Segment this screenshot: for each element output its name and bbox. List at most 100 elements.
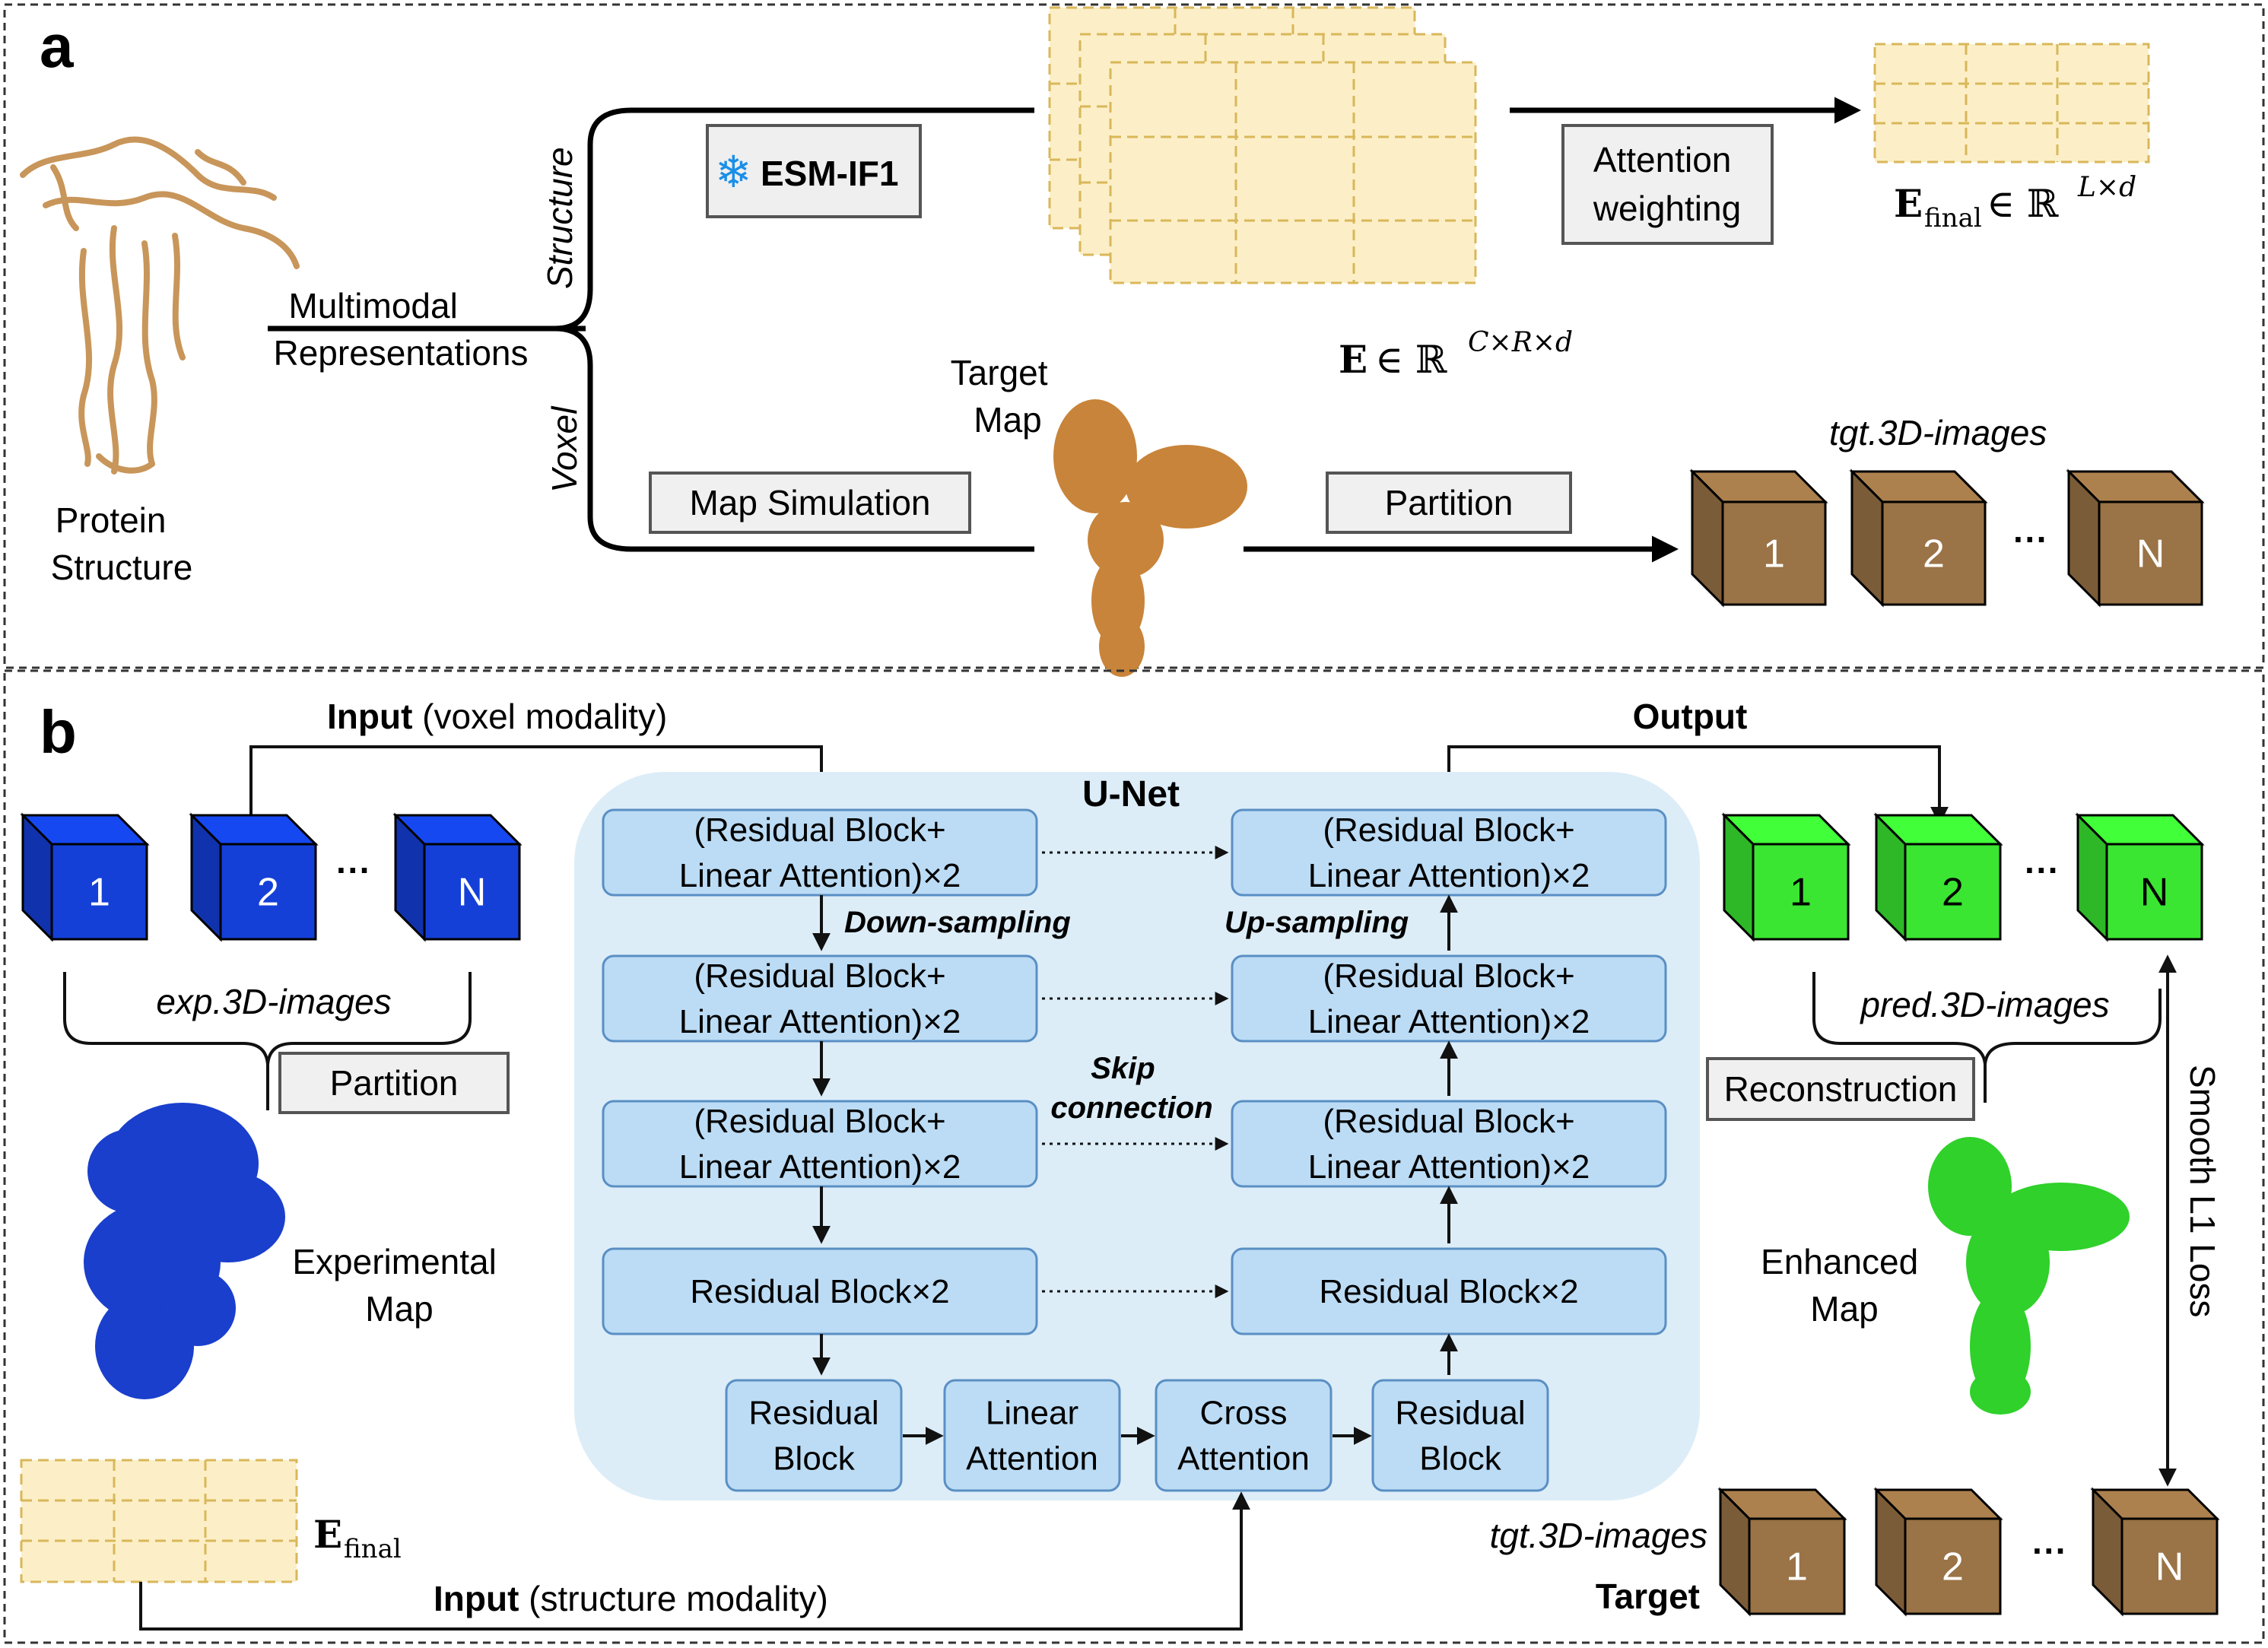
pred-cube-1: 1 (1721, 812, 1851, 942)
pred-images-label: pred.3D-images (1859, 985, 2109, 1024)
exp-cube-1: 1 (20, 812, 150, 942)
e-final-label-b: E final (313, 1512, 402, 1564)
tgt-cube-b-1: 1 (1717, 1487, 1847, 1617)
target-map-label: Target Map (951, 353, 1058, 440)
svg-text:E: E (1339, 337, 1367, 382)
tgt-cube-a-3-label: N (2136, 532, 2165, 576)
structure-branch-label: Structure (540, 147, 580, 289)
structure-branch-line (554, 107, 1034, 332)
decoder-block-4-text: Residual Block×2 (1319, 1273, 1578, 1310)
output-label: Output (1633, 697, 1748, 736)
bottleneck-block-2-text: Linear (986, 1395, 1078, 1432)
protein-structure-label: Protein Structure (51, 500, 193, 587)
panel-a-label: a (40, 12, 74, 80)
reconstruction-box: Reconstruction (1706, 1057, 1975, 1121)
partition-box-a: Partition (1326, 472, 1572, 534)
encoder-block-3-text: (Residual Block+ (694, 1103, 945, 1140)
decoder-block-1-text: (Residual Block+ (1323, 811, 1574, 849)
encoder-block-1-text: Linear Attention)×2 (679, 857, 961, 894)
e-final-matrix-a (1873, 43, 2150, 164)
e-final-math-a: E final ∈ ℝ L×d (1894, 172, 2136, 233)
encoder-block-1: (Residual Block+ Linear Attention)×2 (602, 808, 1038, 897)
decoder-block-2: (Residual Block+Linear Attention)×2 (1231, 954, 1667, 1043)
svg-text:Partition: Partition (1385, 483, 1514, 522)
loss-label: Smooth L1 Loss (2183, 1065, 2222, 1317)
encoder-block-2: (Residual Block+ Linear Attention)×2 (602, 954, 1038, 1043)
tgt-cube-b-3-label: N (2155, 1545, 2184, 1589)
ellipsis-exp: ··· (336, 850, 371, 890)
esm-if1-label: ESM-IF1 (761, 154, 898, 193)
decoder-block-3-text: Linear Attention)×2 (1308, 1148, 1590, 1186)
svg-text:Attention weighting: Attention weighting (1593, 140, 1741, 228)
svg-text:E: E (1894, 181, 1923, 226)
panel-b-border (3, 669, 2265, 1644)
embedding-tensor (1048, 6, 1477, 284)
pred-cube-3: N (2075, 812, 2205, 942)
svg-text:Partition: Partition (330, 1063, 459, 1103)
exp-cubes: 1 2 N (20, 812, 523, 942)
tgt-cube-a-3: N (2066, 468, 2205, 608)
bottleneck-block-3-text: Attention (1177, 1440, 1310, 1478)
target-label: Target (1596, 1577, 1700, 1616)
svg-text:L×d: L×d (2077, 172, 2136, 203)
esm-if1-box: ❄ ESM-IF1 (706, 124, 922, 218)
tgt-images-label-a: tgt.3D-images (1829, 413, 2047, 452)
attention-weighting-box: Attention weighting (1561, 124, 1774, 245)
tgt-cube-a-1: 1 (1689, 468, 1828, 608)
voxel-branch-line (554, 325, 1034, 552)
pred-cube-2: 2 (1873, 812, 2003, 942)
up-sampling-label: Up-sampling (1225, 906, 1409, 939)
snowflake-icon: ❄ (715, 148, 752, 197)
partition-box-b: Partition (278, 1052, 510, 1114)
encoder-block-2-text: Linear Attention)×2 (679, 1003, 961, 1040)
svg-text:∈ ℝ: ∈ ℝ (1375, 338, 1447, 382)
protein-structure-icon (20, 136, 300, 475)
exp-brace (63, 972, 472, 1110)
bottleneck-block-4-text: Residual (1395, 1395, 1525, 1432)
tgt-cube-a-1-label: 1 (1763, 532, 1785, 576)
tgt-cube-a-2-label: 2 (1923, 532, 1945, 576)
experimental-map-label: Experimental Map (292, 1242, 506, 1329)
enhanced-map-icon (1928, 1137, 2130, 1415)
skip-connection-label: Skip connection (1050, 1052, 1212, 1125)
exp-cube-3-label: N (458, 871, 487, 915)
encoder-block-4-text: Residual Block×2 (690, 1273, 949, 1310)
tgt-cubes-a: 1 2 N (1689, 468, 2205, 608)
decoder-block-3-text: (Residual Block+ (1323, 1103, 1574, 1140)
exp-cube-3: N (392, 812, 523, 942)
unet-title: U-Net (1082, 774, 1180, 814)
multimodal-label: Multimodal Representations (274, 286, 529, 373)
enhanced-map-label: Enhanced Map (1761, 1242, 1928, 1329)
tgt-images-label-b: tgt.3D-images (1490, 1516, 1707, 1555)
ellipsis-pred: ··· (2025, 850, 2060, 890)
bottleneck-block-3-text: Cross (1200, 1395, 1288, 1432)
decoder-block-1: (Residual Block+ Linear Attention)×2 (1231, 808, 1667, 897)
tgt-cube-b-3: N (2090, 1487, 2220, 1617)
e-final-matrix-b (20, 1459, 298, 1583)
ellipsis-tgt: ··· (2032, 1531, 2067, 1570)
encoder-block-1-text: (Residual Block+ (694, 811, 945, 849)
pred-cubes: 1 2 N (1721, 812, 2205, 942)
e-math-label: E ∈ ℝ C×R×d (1339, 327, 1573, 382)
exp-cube-2-label: 2 (257, 871, 279, 915)
bottleneck-block-4-text: Block (1419, 1440, 1502, 1478)
encoder-block-4: Residual Block×2 (602, 1247, 1038, 1335)
ellipsis-a: ··· (2013, 519, 2048, 559)
tgt-cube-a-2: 2 (1849, 468, 1988, 608)
decoder-block-1-text: Linear Attention)×2 (1308, 857, 1590, 894)
encoder-block-3-text: Linear Attention)×2 (679, 1148, 961, 1186)
pred-cube-3-label: N (2140, 871, 2169, 915)
exp-cube-2: 2 (189, 812, 319, 942)
bottleneck-block-2-text: Attention (966, 1440, 1098, 1478)
panel-b-label: b (40, 698, 77, 766)
exp-images-label: exp.3D-images (156, 982, 391, 1021)
pred-cube-1-label: 1 (1790, 871, 1812, 915)
svg-text:Reconstruction: Reconstruction (1724, 1069, 1958, 1109)
encoder-block-2-text: (Residual Block+ (694, 957, 945, 995)
svg-text:final: final (344, 1534, 402, 1564)
